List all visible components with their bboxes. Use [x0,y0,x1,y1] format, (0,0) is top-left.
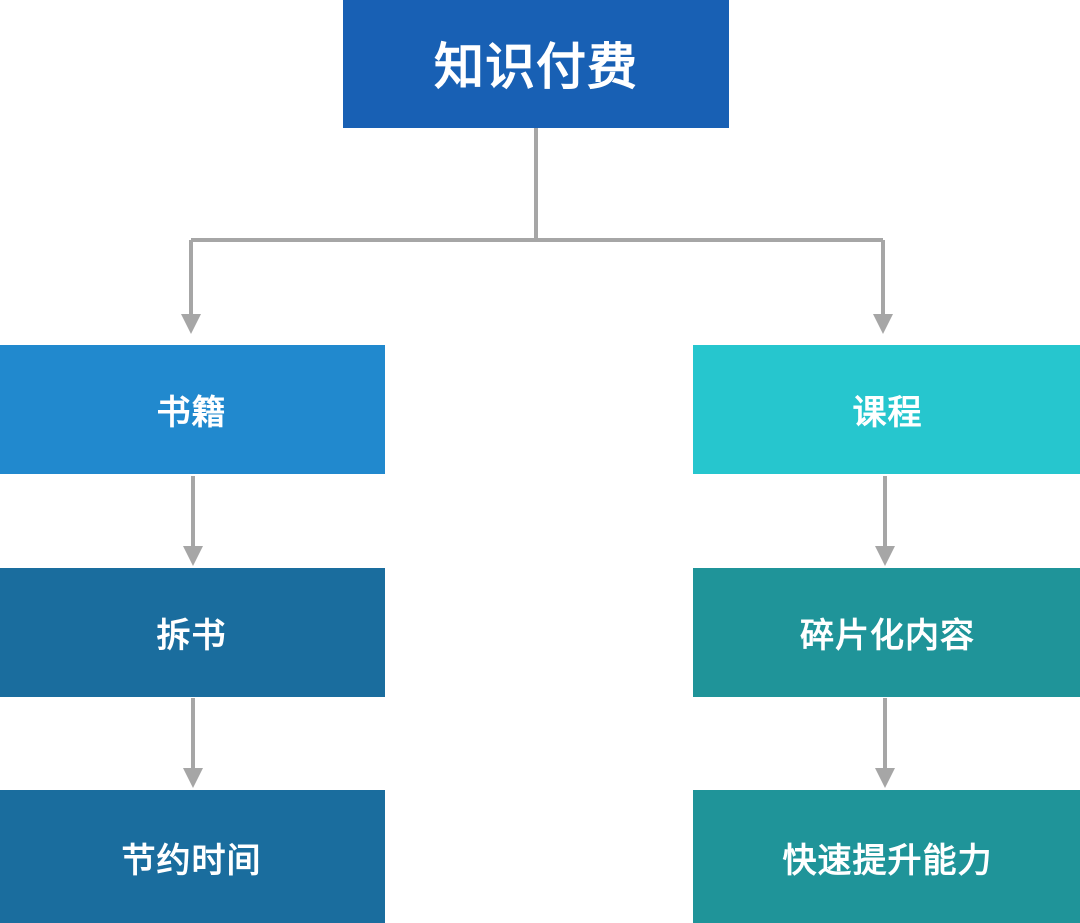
node-fragmented-content[interactable]: 碎片化内容 [693,568,1080,697]
arrowhead-root-to-courses [873,314,893,334]
node-fast-skill-improvement[interactable]: 快速提升能力 [693,790,1080,923]
arrowhead-breakdown-to-save-time [183,768,203,788]
arrowhead-root-to-books [181,314,201,334]
node-books[interactable]: 书籍 [0,345,385,474]
node-root-knowledge-payment[interactable]: 知识付费 [343,0,729,128]
node-courses[interactable]: 课程 [693,345,1080,474]
arrowhead-courses-to-fragmented [875,546,895,566]
node-book-breakdown[interactable]: 拆书 [0,568,385,697]
arrowhead-fragmented-to-fast-skill [875,768,895,788]
node-save-time[interactable]: 节约时间 [0,790,385,923]
arrowhead-books-to-breakdown [183,546,203,566]
